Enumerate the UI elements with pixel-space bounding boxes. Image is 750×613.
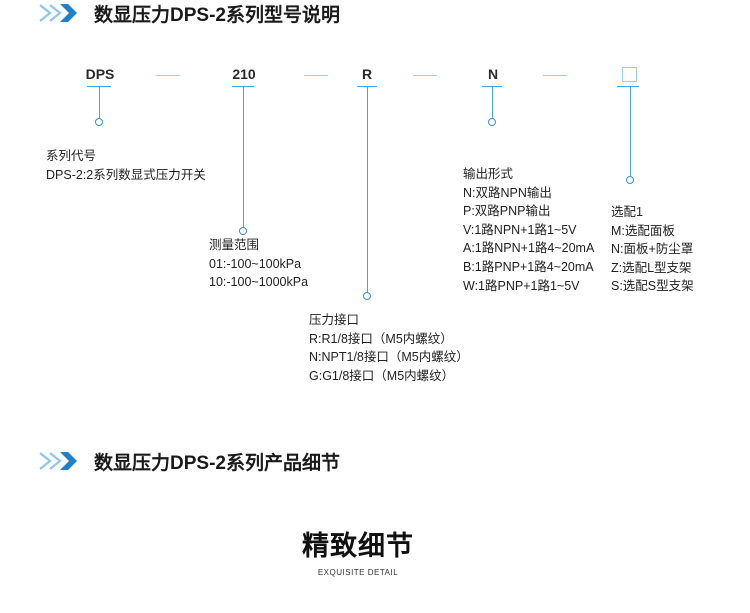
- leader-line-option: [630, 86, 631, 176]
- desc-line: 10:-100~1000kPa: [209, 275, 309, 290]
- desc-title: 测量范围: [209, 238, 260, 252]
- desc-line: V:1路NPN+1路1~5V: [463, 222, 577, 237]
- desc-line: 01:-100~100kPa: [209, 256, 302, 271]
- section-header-model: 数显压力DPS-2系列型号说明: [38, 0, 340, 26]
- desc-line: N:双路NPN输出: [463, 185, 552, 200]
- leader-dot-range: [239, 227, 247, 235]
- desc-line: N:NPT1/8接口（M5内螺纹）: [309, 350, 469, 365]
- desc-line: G:G1/8接口（M5内螺纹）: [309, 368, 455, 383]
- code-option-placeholder-box: [622, 67, 637, 82]
- section-title: 数显压力DPS-2系列产品细节: [94, 452, 340, 474]
- desc-line: A:1路NPN+1路4~20mA: [463, 241, 595, 256]
- leader-dot-output: [488, 118, 496, 126]
- code-series: DPS: [85, 66, 115, 82]
- desc-line: R:R1/8接口（M5内螺纹）: [309, 331, 453, 346]
- desc-line: M:选配面板: [611, 223, 675, 238]
- detail-subtitle: EXQUISITE DETAIL: [317, 568, 399, 577]
- double-chevron-icon: [38, 451, 78, 471]
- desc-title: 输出形式: [463, 167, 514, 181]
- separator-dash: [156, 75, 180, 76]
- separator-dash: [413, 75, 437, 76]
- leader-line-range: [243, 86, 244, 227]
- desc-line: W:1路PNP+1路1~5V: [463, 278, 580, 293]
- desc-title: 压力接口: [309, 313, 360, 327]
- desc-title: 选配1: [611, 205, 643, 219]
- leader-dot-interface: [363, 292, 371, 300]
- code-interface: R: [361, 66, 373, 82]
- section-header-detail: 数显压力DPS-2系列产品细节: [38, 448, 340, 474]
- desc-line: N:面板+防尘罩: [611, 242, 694, 257]
- code-underline: [617, 86, 639, 87]
- leader-line-series: [99, 86, 100, 118]
- desc-option: 选配1 M:选配面板 N:面板+防尘罩 Z:选配L型支架 S:选配S型支架: [611, 203, 694, 296]
- code-range: 210: [232, 66, 256, 82]
- desc-interface: 压力接口 R:R1/8接口（M5内螺纹） N:NPT1/8接口（M5内螺纹） G…: [309, 311, 469, 385]
- desc-line: DPS-2:2系列数显式压力开关: [46, 167, 206, 182]
- double-chevron-icon: [38, 3, 78, 23]
- desc-line: B:1路PNP+1路4~20mA: [463, 259, 594, 274]
- section-title: 数显压力DPS-2系列型号说明: [94, 4, 340, 26]
- desc-title: 系列代号: [46, 149, 97, 163]
- desc-line: Z:选配L型支架: [611, 260, 692, 275]
- separator-dash: [543, 75, 567, 76]
- desc-output: 输出形式 N:双路NPN输出 P:双路PNP输出 V:1路NPN+1路1~5V …: [463, 165, 594, 295]
- leader-line-interface: [367, 86, 368, 292]
- desc-line: P:双路PNP输出: [463, 204, 551, 219]
- code-output: N: [487, 66, 499, 82]
- leader-line-output: [492, 86, 493, 118]
- desc-range: 测量范围 01:-100~100kPa 10:-100~1000kPa: [209, 236, 308, 292]
- leader-dot-option: [626, 176, 634, 184]
- detail-title: 精致细节: [302, 531, 414, 561]
- desc-line: S:选配S型支架: [611, 279, 694, 294]
- leader-dot-series: [95, 118, 103, 126]
- separator-dash: [304, 75, 328, 76]
- desc-series: 系列代号 DPS-2:2系列数显式压力开关: [46, 147, 206, 184]
